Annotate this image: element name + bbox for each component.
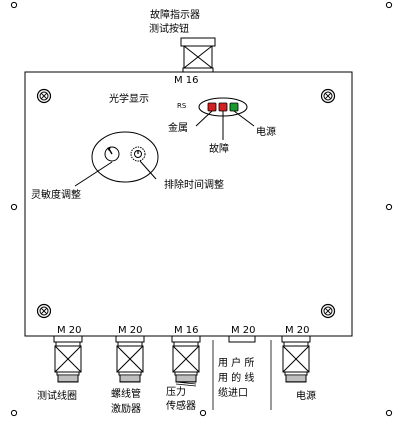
label-metal: 金属 [168, 121, 188, 134]
selection-handles [10, 1, 393, 417]
label-test-coil: 测试线圈 [37, 389, 77, 402]
screw-top-left-icon [36, 88, 52, 104]
user-cable-entry [212, 335, 272, 410]
label-fault-indicator: 故障指示器 [150, 8, 200, 21]
led-metal-icon [207, 102, 217, 112]
label-test-button: 测试按钮 [149, 22, 189, 35]
cable-gland-5-icon [281, 335, 311, 383]
label-top-gland: M 16 [174, 75, 199, 86]
cable-gland-1-icon [53, 335, 83, 383]
label-gland-2: M 20 [118, 325, 143, 336]
label-gland-1: M 20 [57, 325, 82, 336]
led-indicator-panel [195, 97, 255, 140]
led-power-icon [229, 102, 239, 112]
label-sensitivity: 灵敏度调整 [31, 188, 81, 201]
enclosure-body [24, 71, 353, 337]
label-gland-5: M 20 [285, 325, 310, 336]
label-user-cable-line2: 用 的 线 [218, 371, 254, 384]
label-user-cable-line3: 缆进口 [218, 386, 248, 399]
label-optical-display: 光学显示 [109, 92, 149, 105]
cable-gland-3-icon [171, 335, 201, 387]
adjustment-knobs [74, 131, 159, 187]
label-clear-time: 排除时间调整 [164, 178, 224, 191]
sensitivity-knob-icon [104, 146, 120, 162]
label-solenoid-line1: 螺线管 [111, 387, 141, 400]
label-gland-4: M 20 [231, 325, 256, 336]
cable-gland-2-icon [115, 335, 145, 383]
top-cable-gland [180, 37, 216, 74]
label-power-bottom: 电源 [296, 389, 316, 402]
label-pressure-line1: 压力 [166, 385, 186, 398]
label-fault: 故障 [209, 142, 229, 155]
label-pressure-line2: 传感器 [166, 399, 196, 412]
screw-bottom-right-icon [320, 303, 336, 319]
screw-top-right-icon [320, 88, 336, 104]
screw-bottom-left-icon [36, 303, 52, 319]
label-rs: RS [177, 102, 187, 110]
label-gland-3: M 16 [174, 325, 199, 336]
label-user-cable-line1: 用 户 所 [218, 356, 254, 369]
label-power-led: 电源 [256, 125, 276, 138]
led-fault-icon [218, 102, 228, 112]
label-solenoid-line2: 激励器 [111, 402, 141, 415]
clear-time-knob-icon [130, 146, 146, 162]
